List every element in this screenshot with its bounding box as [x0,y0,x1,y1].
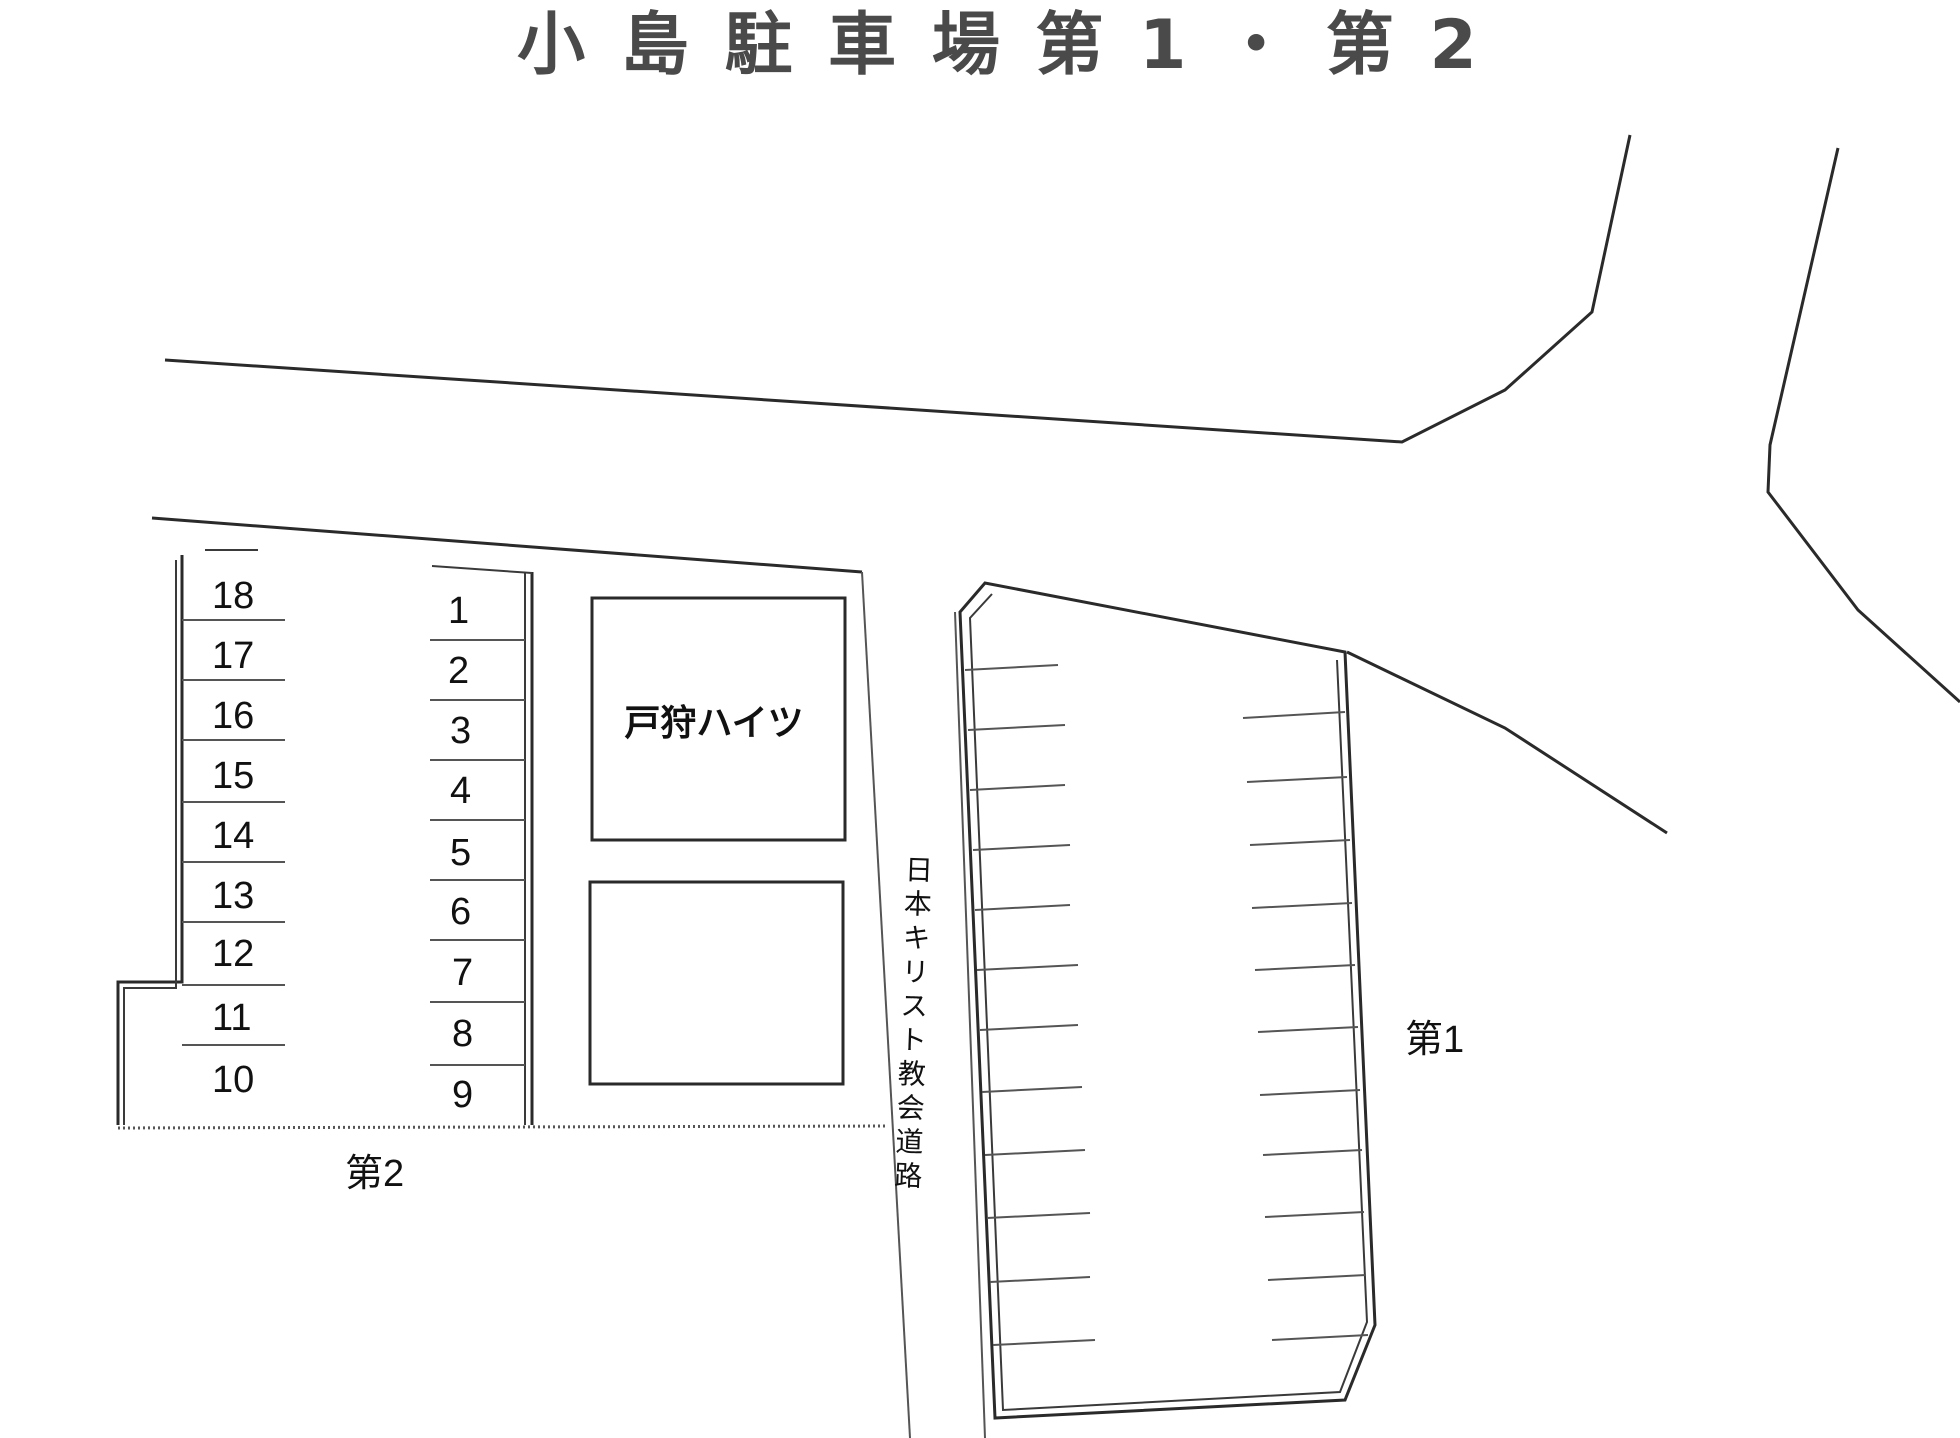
map-title: 小 島 駐 車 場 第 1 ・ 第 2 [517,6,1483,85]
stall-number: 9 [452,1074,473,1116]
stall-number: 8 [452,1013,473,1055]
stall-number: 10 [212,1059,254,1101]
building-annex [588,880,845,1086]
lot2-right-numbers: 1 2 3 4 5 6 7 8 9 [448,590,473,1116]
lot1-label: 第1 [1405,1019,1464,1061]
lot2-left-stalls [182,619,285,1046]
lot1-stalls-right [1242,711,1369,1341]
church-road [861,571,986,1438]
building-togari-heights [590,596,847,842]
stall-number: 4 [450,770,471,812]
stall-number: 13 [212,875,254,917]
stall-number: 17 [212,635,254,677]
lot2-outline [116,549,889,1130]
stall-number: 6 [450,891,471,933]
stall-number: 18 [212,575,254,617]
lot2-label: 第2 [345,1153,404,1195]
stall-number: 14 [212,815,254,857]
church-road-label: 日本キリスト教会道路 [891,854,934,1195]
stall-number: 16 [212,695,254,737]
stall-number: 5 [450,832,471,874]
stall-number: 11 [212,997,251,1039]
lot2-right-stalls [430,639,525,1066]
building-label: 戸狩ハイツ [624,702,803,743]
lot2-left-numbers: 18 17 16 15 14 13 12 11 10 [212,575,254,1101]
stall-number: 12 [212,933,254,975]
stall-number: 1 [448,590,469,632]
stall-number: 2 [448,650,469,692]
stall-number: 7 [452,952,473,994]
stall-number: 15 [212,755,254,797]
lot1-outline [958,581,1377,1420]
main-road [151,134,1960,835]
stall-number: 3 [450,710,471,752]
lot1-stalls-left [964,664,1096,1346]
